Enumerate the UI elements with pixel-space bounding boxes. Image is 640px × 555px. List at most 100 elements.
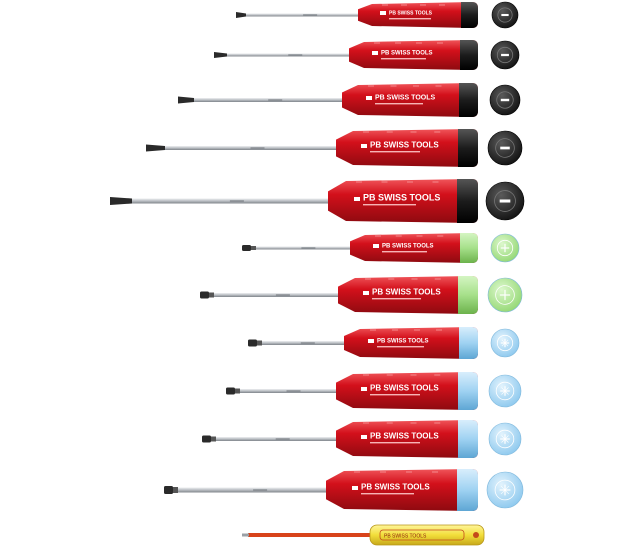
brand-logo-icon bbox=[368, 339, 374, 343]
brand-logo-icon bbox=[366, 96, 372, 100]
pozidriv-tip-icon bbox=[488, 422, 522, 456]
shaft-marking bbox=[301, 247, 316, 249]
screwdriver-voltage-tester: PB SWISS TOOLS bbox=[242, 524, 485, 546]
model-marking bbox=[389, 18, 431, 20]
handle-end-cap bbox=[461, 2, 478, 28]
brand-label: PB SWISS TOOLS bbox=[370, 384, 439, 393]
tip-collar bbox=[251, 246, 256, 250]
pozidriv-tip-icon bbox=[490, 328, 520, 358]
slotted-tip-icon bbox=[485, 181, 525, 221]
brand-label: PB SWISS TOOLS bbox=[381, 51, 433, 57]
tester-window bbox=[379, 529, 465, 541]
brand-logo-icon bbox=[361, 387, 367, 391]
shaft bbox=[226, 389, 340, 393]
tip-collar bbox=[173, 487, 178, 493]
screwdriver-slotted: PB SWISS TOOLS bbox=[236, 1, 519, 29]
handle-end-cap bbox=[457, 179, 478, 223]
tester-tip bbox=[242, 533, 249, 537]
brand-label: PB SWISS TOOLS bbox=[363, 193, 440, 203]
shaft-marking bbox=[303, 14, 318, 16]
handle-end-cap bbox=[458, 420, 478, 458]
tip-collar bbox=[209, 292, 214, 298]
brand-logo-icon bbox=[372, 51, 378, 55]
handle-end-cap bbox=[458, 276, 478, 314]
shaft bbox=[202, 437, 340, 441]
cross-tip bbox=[248, 339, 257, 347]
cross-tip bbox=[200, 291, 209, 299]
handle-end-cap bbox=[460, 233, 478, 263]
slotted-tip bbox=[178, 96, 194, 104]
shaft bbox=[178, 98, 346, 102]
pozidriv-tip-icon bbox=[488, 374, 522, 408]
red-handle bbox=[358, 2, 478, 28]
tester-clip-icon bbox=[473, 532, 479, 538]
shaft bbox=[146, 146, 340, 150]
screwdriver-phillips: PB SWISS TOOLS bbox=[242, 233, 520, 263]
model-marking bbox=[370, 394, 420, 396]
brand-logo-icon bbox=[354, 197, 360, 201]
cross-tip bbox=[226, 387, 235, 395]
screwdriver-pozidriv: PB SWISS TOOLS bbox=[226, 372, 522, 410]
model-marking bbox=[370, 442, 420, 444]
tester-brand-label: PB SWISS TOOLS bbox=[384, 534, 427, 540]
shaft-marking bbox=[229, 200, 244, 202]
slotted-tip-icon bbox=[489, 84, 521, 116]
red-handle bbox=[344, 327, 478, 359]
screwdriver-pozidriv: PB SWISS TOOLS bbox=[164, 469, 524, 511]
handle-end-cap bbox=[457, 469, 478, 511]
brand-label: PB SWISS TOOLS bbox=[370, 432, 439, 441]
brand-label: PB SWISS TOOLS bbox=[370, 141, 439, 150]
screwdriver-pozidriv: PB SWISS TOOLS bbox=[248, 327, 520, 359]
red-handle bbox=[349, 40, 478, 70]
screwdriver-slotted: PB SWISS TOOLS bbox=[110, 179, 525, 223]
red-handle bbox=[326, 469, 478, 511]
shaft bbox=[248, 341, 348, 345]
shaft-marking bbox=[286, 390, 301, 392]
red-handle bbox=[336, 420, 478, 458]
screwdriver-slotted: PB SWISS TOOLS bbox=[178, 83, 521, 117]
brand-logo-icon bbox=[380, 11, 386, 15]
red-handle bbox=[338, 276, 478, 314]
brand-logo-icon bbox=[373, 244, 379, 248]
tip-collar bbox=[257, 340, 262, 346]
shaft bbox=[214, 53, 353, 57]
screwdriver-pozidriv: PB SWISS TOOLS bbox=[202, 420, 522, 458]
model-marking bbox=[361, 493, 414, 495]
shaft-marking bbox=[300, 342, 315, 344]
screwdriver-slotted: PB SWISS TOOLS bbox=[214, 40, 520, 70]
brand-label: PB SWISS TOOLS bbox=[377, 339, 429, 345]
handle-end-cap bbox=[458, 372, 478, 410]
shaft-marking bbox=[275, 294, 290, 296]
model-marking bbox=[363, 204, 416, 206]
slotted-tip bbox=[236, 12, 246, 18]
brand-label: PB SWISS TOOLS bbox=[389, 11, 433, 17]
handle-end-cap bbox=[459, 83, 478, 117]
screwdriver-phillips: PB SWISS TOOLS bbox=[200, 276, 523, 314]
brand-logo-icon bbox=[352, 486, 358, 490]
brand-logo-icon bbox=[361, 144, 367, 148]
slotted-tip-icon bbox=[487, 130, 523, 166]
cross-tip bbox=[202, 435, 211, 443]
slotted-tip bbox=[110, 197, 132, 205]
phillips-tip-icon bbox=[487, 277, 523, 313]
shaft bbox=[164, 487, 330, 493]
tip-collar bbox=[211, 436, 216, 442]
shaft bbox=[236, 13, 362, 17]
model-marking bbox=[377, 346, 424, 348]
shaft-marking bbox=[275, 438, 290, 440]
red-handle bbox=[336, 372, 478, 410]
phillips-tip-icon bbox=[490, 233, 520, 263]
shaft bbox=[110, 198, 332, 204]
red-handle bbox=[328, 179, 478, 223]
slotted-tip-icon bbox=[490, 40, 520, 70]
model-marking bbox=[375, 103, 423, 105]
model-marking bbox=[370, 151, 420, 153]
handle-end-cap bbox=[459, 327, 478, 359]
tester-shaft bbox=[248, 533, 370, 537]
handle-end-cap bbox=[458, 129, 478, 167]
brand-logo-icon bbox=[363, 291, 369, 295]
model-marking bbox=[382, 251, 427, 253]
red-handle bbox=[342, 83, 478, 117]
